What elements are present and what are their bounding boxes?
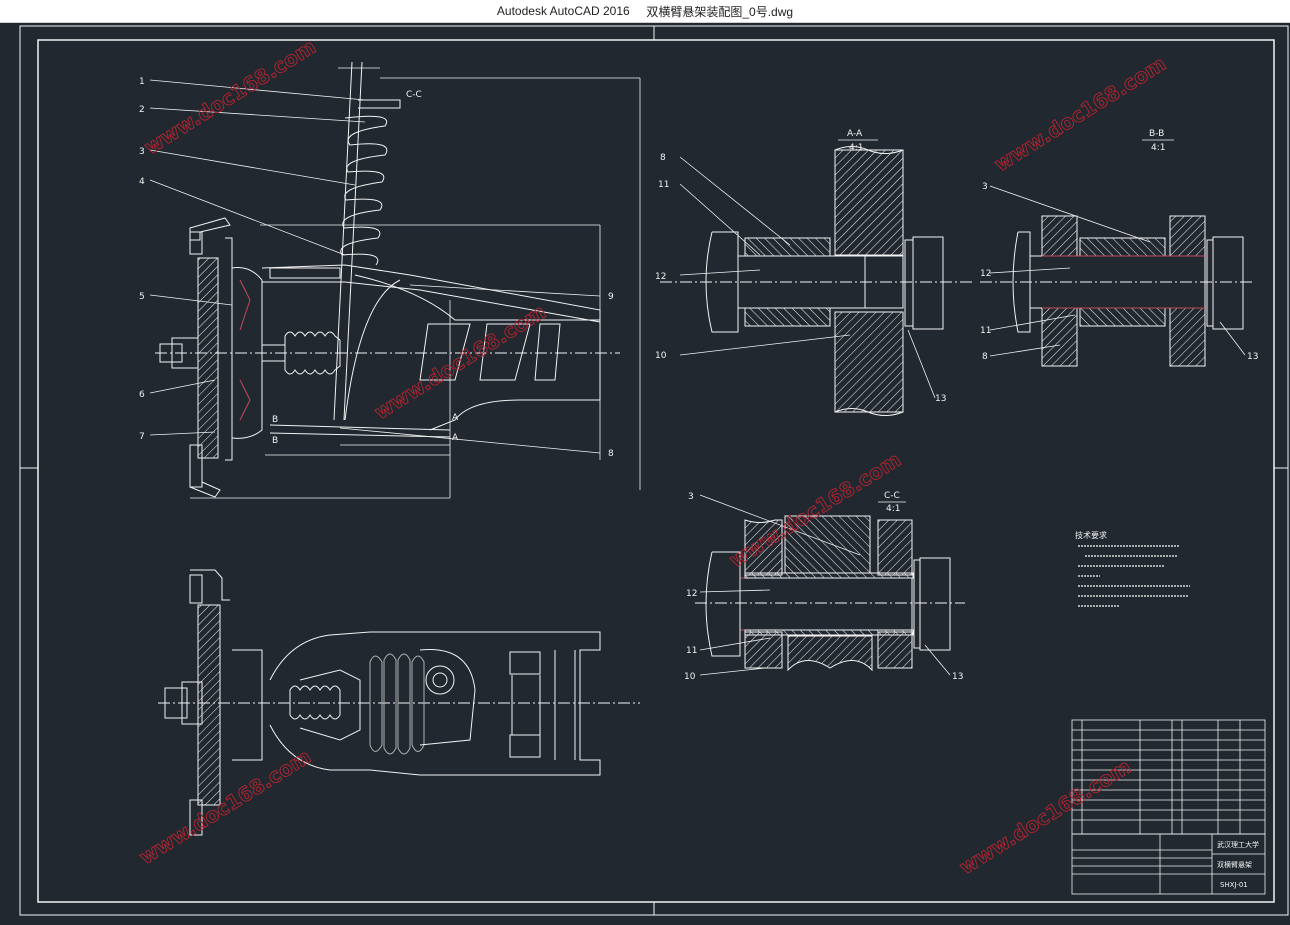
section-bb-label-12: 12 [980, 269, 991, 279]
window-titlebar: Autodesk AutoCAD 2016 双横臂悬架装配图_0号.dwg [0, 0, 1290, 23]
section-aa-label-8: 8 [660, 153, 666, 163]
part-label-5: 5 [139, 292, 145, 302]
app-name: Autodesk AutoCAD 2016 [496, 4, 630, 18]
section-bb-label-3: 3 [982, 182, 988, 192]
part-label-4: 4 [139, 177, 145, 187]
section-bb-view[interactable] [980, 215, 1255, 367]
watermark-text: www.doc168.com [135, 744, 315, 869]
section-bb-label-13: 13 [1247, 352, 1258, 362]
title-block-school: 武汉理工大学 [1217, 840, 1259, 849]
section-cc-label-11: 11 [686, 646, 697, 656]
watermark-text: www.doc168.com [370, 299, 550, 424]
title-block-drawing-name: 双横臂悬架 [1217, 860, 1252, 869]
watermarks: www.doc168.com www.doc168.com www.doc168… [134, 34, 1170, 880]
section-aa-label-12: 12 [655, 272, 666, 282]
technical-notes: 技术要求 [1075, 530, 1190, 607]
notes-heading: 技术要求 [1075, 530, 1107, 540]
section-bb-leaders [989, 139, 1246, 357]
section-aa-label-13: 13 [935, 394, 946, 404]
title-block-drawing-no: SHXJ-01 [1220, 881, 1248, 889]
drawing-canvas[interactable]: 1 2 3 4 5 6 7 8 9 C-C B B A A [0, 23, 1290, 925]
watermark-text: www.doc168.com [990, 51, 1170, 176]
section-aa-leaders [679, 139, 936, 399]
section-bb-label-11: 11 [980, 326, 991, 336]
section-aa-labels: A-A 4:1 8 11 12 10 13 [655, 129, 946, 404]
section-cut-label-cc: C-C [406, 90, 422, 100]
file-name: 双横臂悬架装配图_0号.dwg [646, 4, 794, 19]
cut-marker-b: B [272, 415, 278, 425]
section-bb-label-8: 8 [982, 352, 988, 362]
section-aa-title: A-A [847, 129, 863, 139]
section-bb-labels: B-B 4:1 3 12 11 8 13 [980, 129, 1258, 362]
part-label-8: 8 [608, 449, 614, 459]
section-aa-label-10: 10 [655, 351, 667, 361]
section-cc-title: C-C [884, 491, 900, 501]
main-front-view[interactable] [155, 61, 641, 499]
section-bb-title: B-B [1149, 129, 1164, 139]
section-cc-scale: 4:1 [886, 504, 900, 514]
drawing-frame [19, 25, 1289, 916]
cut-marker-a: A [452, 413, 459, 423]
part-label-6: 6 [139, 390, 145, 400]
section-cc-leaders [699, 494, 951, 676]
watermark-text: www.doc168.com [955, 754, 1135, 879]
section-aa-view[interactable] [660, 146, 975, 416]
section-cc-label-3: 3 [688, 492, 694, 502]
section-aa-scale: 4:1 [849, 143, 863, 153]
cut-marker-a-2: A [452, 433, 459, 443]
part-label-7: 7 [139, 432, 145, 442]
part-label-3: 3 [139, 147, 145, 157]
title-block[interactable] [1071, 719, 1266, 895]
part-label-1: 1 [139, 77, 145, 87]
part-label-2: 2 [139, 105, 145, 115]
section-cc-label-10: 10 [684, 672, 696, 682]
title-block-text: 武汉理工大学 双横臂悬架 SHXJ-01 [1217, 840, 1259, 889]
section-cc-label-12: 12 [686, 589, 697, 599]
main-view-leaders [149, 79, 601, 454]
section-cc-label-13: 13 [952, 672, 963, 682]
main-view-part-labels: 1 2 3 4 5 6 7 8 9 C-C B B A A [139, 77, 614, 459]
bottom-plan-view[interactable] [158, 569, 640, 836]
part-label-9: 9 [608, 292, 614, 302]
section-bb-scale: 4:1 [1151, 143, 1165, 153]
section-cc-view[interactable] [695, 515, 965, 672]
watermark-text: www.doc168.com [140, 34, 320, 159]
section-cc-labels: C-C 4:1 3 12 11 10 13 [684, 491, 963, 682]
section-aa-label-11: 11 [658, 180, 669, 190]
cut-marker-b-2: B [272, 436, 278, 446]
